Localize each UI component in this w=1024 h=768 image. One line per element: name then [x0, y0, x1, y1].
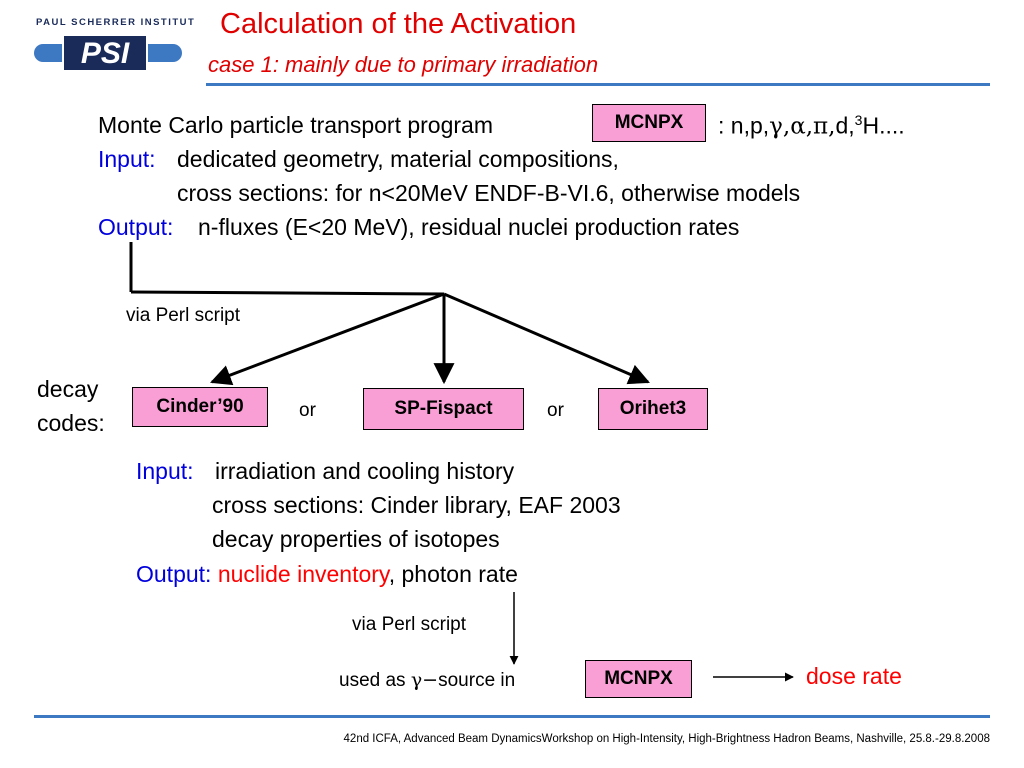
decay-input-line2: cross sections: Cinder library, EAF 2003: [212, 492, 621, 518]
psi-logo: PSI: [34, 34, 182, 72]
gamma-source-text: used as γ−source in: [339, 669, 516, 691]
psi-logo-mark: PSI: [81, 37, 130, 70]
decay-input-line1: irradiation and cooling history: [215, 458, 515, 484]
or-label-2: or: [547, 400, 564, 421]
particle-list: : n,p,γ,α,π,d,3H....: [718, 112, 905, 140]
nuclide-inventory: nuclide inventory: [217, 561, 389, 587]
transport-input-line2: cross sections: for n<20MeV ENDF-B-VI.6,…: [177, 180, 801, 206]
via-perl-script-2: via Perl script: [352, 614, 467, 635]
footer-rule: [34, 715, 990, 718]
decay-input-label: Input:: [136, 458, 194, 484]
orihet3-box: Orihet3: [598, 388, 708, 430]
cinder90-box: Cinder’90: [132, 387, 268, 427]
dose-rate: dose rate: [806, 663, 902, 689]
transport-output-text: n-fluxes (E<20 MeV), residual nuclei pro…: [198, 214, 740, 240]
decay-codes-label-2: codes:: [37, 410, 105, 436]
slide-subtitle: case 1: mainly due to primary irradiatio…: [208, 52, 599, 77]
via-perl-script-1: via Perl script: [126, 305, 241, 326]
mcnpx-box-top: MCNPX: [592, 104, 706, 142]
arrow-to-orihet: [443, 292, 650, 385]
or-label-1: or: [299, 400, 316, 421]
mcnpx-box-bottom: MCNPX: [585, 660, 692, 698]
decay-output: Output: nuclide inventory, photon rate: [136, 561, 518, 587]
slide-title: Calculation of the Activation: [220, 8, 577, 40]
decay-input-line3: decay properties of isotopes: [212, 526, 500, 552]
transport-output-label: Output:: [98, 214, 174, 240]
footer-citation: 42nd ICFA, Advanced Beam DynamicsWorksho…: [343, 733, 990, 745]
decay-codes-label-1: decay: [37, 376, 99, 402]
institute-name: PAUL SCHERRER INSTITUT: [36, 17, 196, 28]
transport-input-label: Input:: [98, 146, 156, 172]
header-rule: [206, 83, 990, 86]
decay-output-label: Output:: [136, 561, 212, 587]
transport-intro: Monte Carlo particle transport program: [98, 112, 493, 138]
arrow-to-cinder: [210, 292, 445, 386]
sp-fispact-box: SP-Fispact: [363, 388, 524, 430]
connector-across: [130, 290, 445, 296]
transport-input-line1: dedicated geometry, material composition…: [177, 146, 619, 172]
